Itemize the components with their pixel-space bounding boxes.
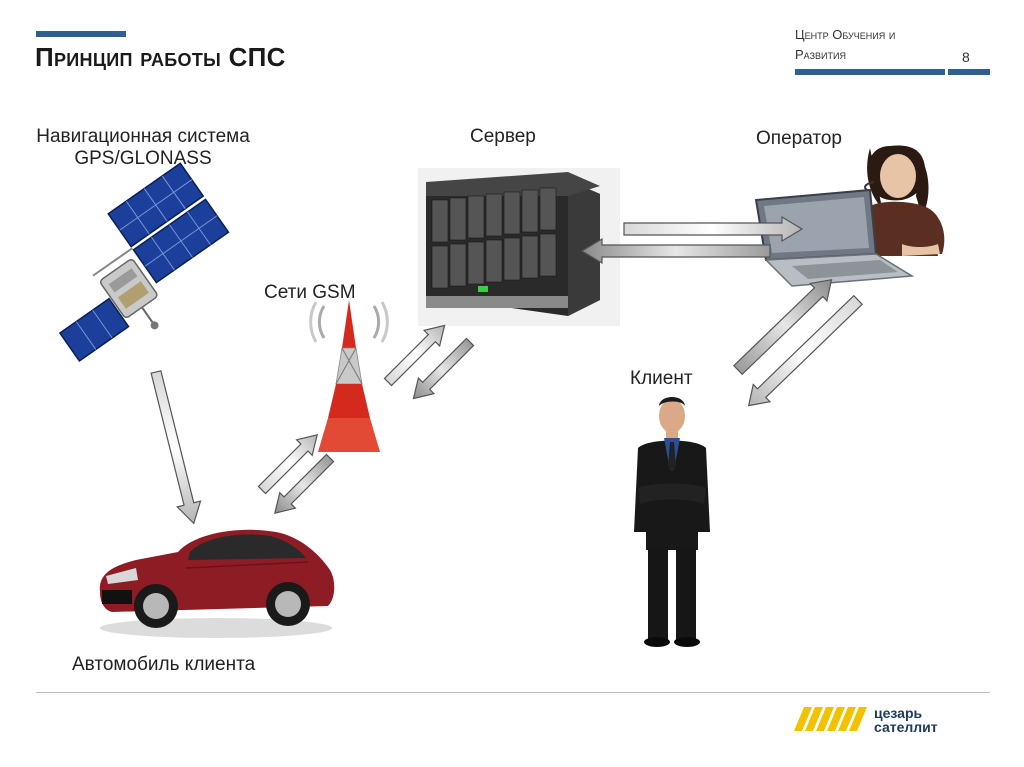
footer-divider [36, 692, 990, 693]
arrow-operator-to-client [747, 294, 864, 407]
header-accent-bar-short [948, 69, 990, 75]
arrow-gsm-to-car [274, 453, 335, 514]
server-label: Сервер [470, 126, 536, 147]
arrow-server-to-gsm [412, 337, 475, 400]
car-label: Автомобиль клиента [72, 654, 256, 675]
header-accent-bar [795, 69, 945, 75]
org-name-line1: Центр Обучения и [795, 27, 896, 42]
arrow-server-to-operator [623, 215, 804, 243]
arrow-satellite-to-car [150, 370, 202, 525]
arrow-car-to-gsm [257, 434, 318, 495]
org-name-line2: Развития [795, 47, 846, 62]
gsm-label: Сети GSM [264, 282, 356, 303]
arrow-operator-to-server [580, 237, 771, 265]
satellite-label-line2: GPS/GLONASS [74, 148, 212, 169]
slide-title: Принцип работы СПС [35, 42, 286, 72]
operator-icon [754, 145, 945, 287]
client-icon [634, 397, 710, 647]
operator-label: Оператор [756, 128, 842, 149]
server-icon [418, 168, 620, 326]
logo-text-line1: цезарь [874, 705, 923, 721]
gsm-tower-icon [309, 300, 389, 452]
satellite-label-line1: Навигационная система [36, 126, 250, 147]
satellite-label: Навигационная система GPS/GLONASS [14, 126, 272, 170]
logo-text: цезарь сателлит [874, 706, 938, 734]
satellite-icon [58, 162, 230, 362]
page-number: 8 [962, 49, 970, 65]
arrow-client-to-operator [732, 278, 833, 376]
car-icon [99, 529, 335, 638]
logo-stripes-icon [794, 707, 867, 731]
arrow-gsm-to-server [383, 324, 446, 387]
title-accent-bar [36, 31, 126, 37]
logo-text-line2: сателлит [874, 719, 938, 735]
client-label: Клиент [630, 368, 693, 389]
